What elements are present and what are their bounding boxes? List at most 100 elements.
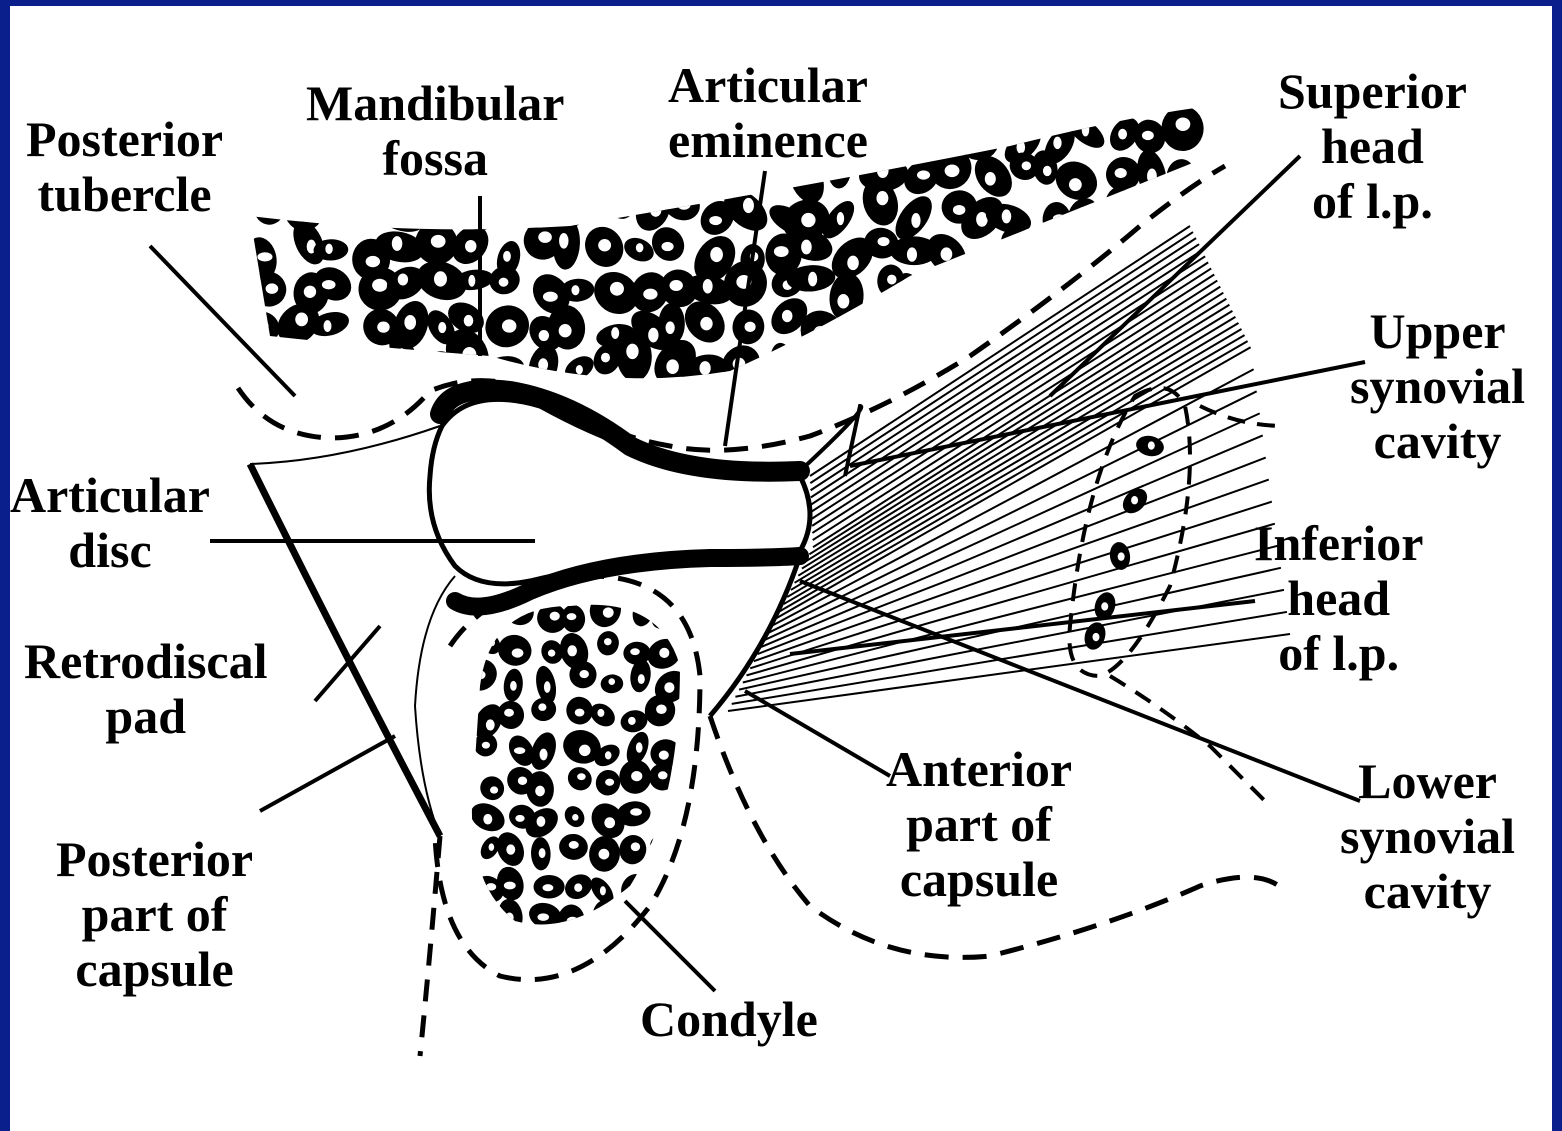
bone-trabecula: [1024, 238, 1063, 272]
bone-trabecula-hole: [559, 233, 568, 249]
leader-condyle: [625, 901, 715, 991]
bone-trabecula-hole: [782, 310, 793, 322]
bone-trabecula-hole: [490, 786, 498, 793]
bone-trabecula-hole: [604, 817, 615, 828]
bone-trabecula: [622, 108, 665, 158]
bone-trabecula-hole: [847, 356, 861, 370]
bone-trabecula-hole: [364, 370, 377, 379]
bone-trabecula-hole: [626, 344, 638, 359]
bone-trabecula-hole: [504, 709, 514, 717]
bone-trabecula-hole: [631, 842, 640, 851]
lateral-pterygoid-muscle: [728, 226, 1290, 711]
bone-trabecula: [694, 170, 727, 195]
bone-trabecula-hole: [366, 256, 380, 267]
bone-trabecula-hole: [743, 198, 754, 213]
bone-trabecula: [556, 904, 585, 939]
bone-trabecula-hole: [710, 247, 723, 262]
bone-trabecula-hole: [1115, 168, 1127, 178]
bone-trabecula-hole: [577, 773, 586, 780]
bone-trabecula-hole: [505, 913, 513, 923]
bone-trabecula-hole: [567, 613, 577, 620]
bone-trabecula-hole: [604, 638, 612, 645]
bone-trabecula: [821, 330, 883, 391]
bone-trabecula-hole: [579, 670, 589, 678]
muscle-fiber: [806, 299, 1227, 562]
bone-trabecula-hole: [940, 126, 950, 135]
label-upper-synovial-cavity: Upper synovial cavity: [1350, 304, 1525, 469]
posterior-capsule-dashed: [420, 836, 440, 1056]
bone-trabecula-hole: [542, 884, 553, 891]
bone-trabecula: [649, 833, 687, 859]
bone-trabecula-hole: [372, 279, 387, 292]
bone-trabecula: [651, 866, 693, 908]
bone-trabecula-hole: [438, 322, 446, 333]
bone-trabecula-hole: [483, 919, 493, 926]
label-retrodiscal-pad: Retrodiscal pad: [24, 634, 267, 744]
bone-trabecula-hole: [972, 287, 979, 301]
bone-trabecula-hole: [1177, 169, 1189, 178]
label-posterior-capsule: Posterior part of capsule: [56, 832, 253, 997]
bone-trabecula-hole: [611, 327, 619, 339]
bone-trabecula-hole: [287, 165, 300, 178]
bone-trabecula-hole: [738, 171, 749, 184]
bone-trabecula-hole: [377, 322, 389, 333]
bone-trabecula-hole: [515, 608, 526, 616]
bone-trabecula: [468, 905, 504, 943]
bone-trabecula-hole: [1043, 166, 1052, 176]
bone-trabecula: [616, 869, 651, 906]
bone-trabecula: [923, 110, 962, 150]
bone-trabecula-hole: [266, 129, 274, 139]
bone-trabecula-hole: [745, 322, 756, 332]
bone-trabecula: [1042, 201, 1073, 239]
bone-trabecula-hole: [889, 353, 896, 368]
bone-trabecula-hole: [907, 247, 917, 261]
bone-trabecula: [458, 653, 503, 697]
label-posterior-tubercle: Posterior tubercle: [26, 112, 223, 222]
bone-trabecula: [883, 328, 943, 386]
bone-trabecula-hole: [462, 347, 476, 363]
bone-trabecula: [483, 184, 523, 224]
bone-trabecula-hole: [677, 200, 690, 210]
bone-trabecula-hole: [877, 163, 889, 178]
bone-trabecula-hole: [486, 883, 496, 890]
bone-trabecula-hole: [709, 216, 722, 225]
bone-trabecula-hole: [876, 191, 888, 205]
bone-trabecula: [963, 238, 1015, 279]
bone-trabecula-hole: [404, 315, 416, 330]
bone-trabecula: [512, 192, 552, 231]
bone-trabecula-hole: [1053, 137, 1061, 149]
label-superior-head: Superior head of l.p.: [1278, 64, 1467, 229]
retrodiscal-upper-line: [250, 426, 440, 464]
bone-trabecula-hole: [1118, 552, 1125, 560]
bone-trabecula-hole: [502, 319, 516, 332]
bone-trabecula-hole: [539, 330, 549, 341]
bone-trabecula: [1103, 187, 1134, 236]
bone-trabecula: [925, 262, 958, 298]
bone-trabecula-hole: [601, 136, 616, 151]
bone-trabecula-hole: [630, 648, 640, 655]
bone-trabecula-hole: [699, 361, 710, 375]
bone-trabecula-hole: [575, 709, 585, 717]
bone-trabecula-hole: [907, 126, 916, 141]
bone-trabecula-hole: [567, 917, 579, 925]
bone-trabecula-hole: [574, 883, 582, 891]
bone-trabecula: [794, 329, 853, 381]
bone-trabecula-hole: [1115, 203, 1125, 217]
bone-trabecula-hole: [636, 742, 643, 752]
bone-trabecula-hole: [1148, 441, 1155, 449]
posterior-capsule-line: [250, 464, 440, 836]
bone-trabecula-hole: [465, 240, 476, 252]
bone-trabecula-hole: [537, 913, 549, 920]
label-articular-disc: Articular disc: [10, 468, 210, 578]
bone-trabecula-hole: [295, 313, 308, 327]
bone-trabecula-hole: [486, 719, 495, 730]
bone-trabecula-hole: [847, 256, 859, 270]
bone-trabecula-hole: [540, 749, 548, 761]
bone-trabecula-hole: [499, 278, 509, 287]
muscle-fiber: [811, 238, 1196, 490]
bone-trabecula-hole: [537, 816, 546, 827]
bone-trabecula-hole: [885, 135, 893, 149]
bone-trabecula-hole: [664, 682, 674, 693]
bone-trabecula-hole: [1067, 237, 1081, 252]
bone-trabecula-hole: [605, 779, 614, 786]
